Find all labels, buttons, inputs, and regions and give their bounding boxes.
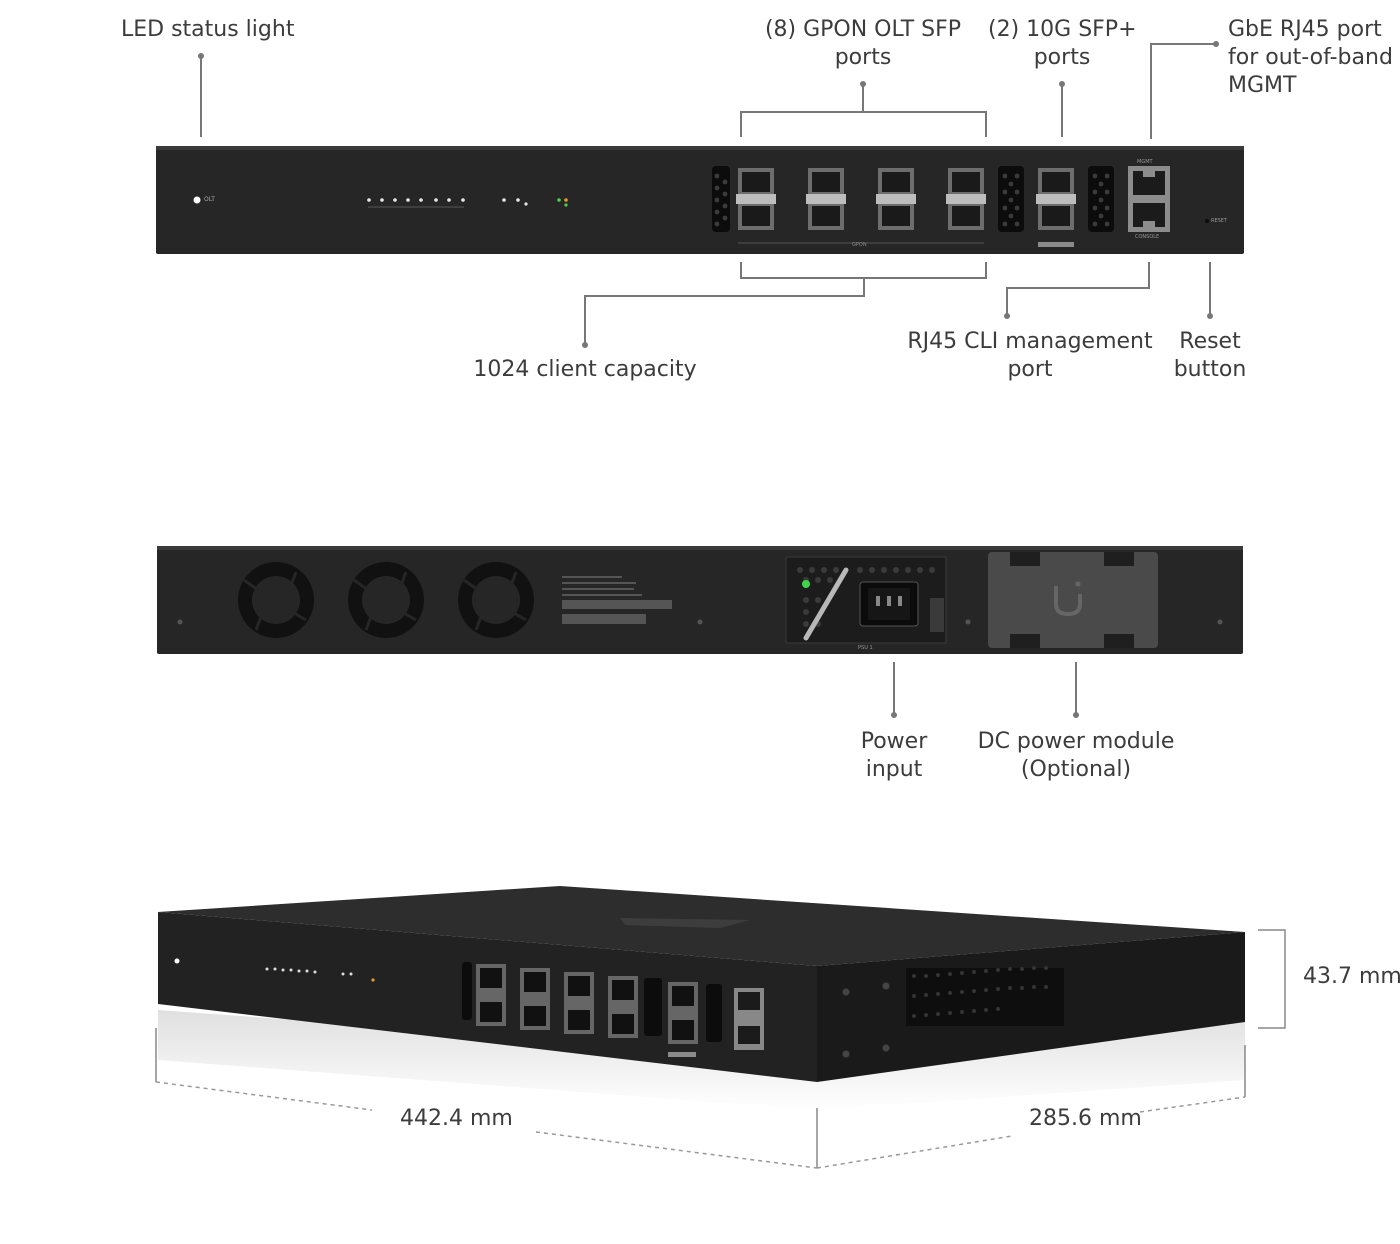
sfp-plus-cage xyxy=(1036,168,1076,247)
console-silkscreen: CONSOLE xyxy=(1135,234,1160,240)
reset-label-line1: Reset xyxy=(1179,329,1241,354)
front-leader-dots xyxy=(198,41,1219,348)
width-dimension: 442.4 mm xyxy=(400,1106,513,1131)
reset-button-label: Reset button xyxy=(1160,328,1260,384)
gpon-ports-label: (8) GPON OLT SFP ports xyxy=(758,16,968,72)
dc-module-plate xyxy=(988,552,1158,648)
back-chassis xyxy=(157,546,1243,654)
fans xyxy=(238,562,534,638)
mgmt-port-label: GbE RJ45 port for out-of-band MGMT xyxy=(1228,16,1393,100)
dc-label-line1: DC power module xyxy=(977,729,1175,754)
sfp-plus-ports-label: (2) 10G SFP+ ports xyxy=(988,16,1137,72)
gpon-ports-label-line1: (8) GPON OLT SFP xyxy=(764,17,962,42)
power-label-line2: input xyxy=(865,757,923,782)
back-leader-lines xyxy=(893,662,1077,715)
gpon-ports-label-line2: ports xyxy=(834,45,892,70)
gpon-status-leds xyxy=(367,198,528,206)
sfp-plus-label-line1: (2) 10G SFP+ xyxy=(988,17,1137,42)
cli-label-line1: RJ45 CLI management xyxy=(907,329,1153,354)
olt-led xyxy=(193,196,201,204)
sfp-plus-label-line2: ports xyxy=(1033,45,1091,70)
reset-hole xyxy=(1205,219,1209,223)
gpon-silkscreen: GPON xyxy=(852,242,867,248)
front-chassis xyxy=(156,146,1244,254)
reset-silkscreen: RESET xyxy=(1211,218,1228,224)
mgmt-label-line2: for out-of-band xyxy=(1228,45,1393,70)
power-input-label: Power input xyxy=(844,728,944,784)
cli-label-line2: port xyxy=(1007,357,1053,382)
dimension-lines xyxy=(155,929,1286,1168)
psu-module xyxy=(785,556,947,644)
perspective-device xyxy=(158,886,1245,1110)
depth-dimension: 285.6 mm xyxy=(1029,1106,1142,1131)
mgmt-silkscreen: MGMT xyxy=(1137,159,1153,165)
dc-module-label: DC power module (Optional) xyxy=(966,728,1186,784)
dc-label-line2: (Optional) xyxy=(1020,757,1132,782)
reset-label-line2: button xyxy=(1173,357,1247,382)
olt-silkscreen: OLT xyxy=(204,196,215,203)
rear-spec-label xyxy=(562,576,672,624)
gpon-sfp-cages xyxy=(736,168,986,230)
mgmt-label-line3: MGMT xyxy=(1228,73,1297,98)
rj45-ports xyxy=(1128,166,1170,232)
client-capacity-label: 1024 client capacity xyxy=(473,357,697,382)
height-dimension: 43.7 mm xyxy=(1303,964,1400,989)
psu-silkscreen: PSU 1 xyxy=(858,645,873,651)
power-label-line1: Power xyxy=(860,729,928,754)
led-status-label: LED status light xyxy=(121,17,295,42)
cli-port-label: RJ45 CLI management port xyxy=(906,328,1154,384)
mgmt-label-line1: GbE RJ45 port xyxy=(1228,17,1382,42)
front-leader-lines xyxy=(200,43,1216,345)
